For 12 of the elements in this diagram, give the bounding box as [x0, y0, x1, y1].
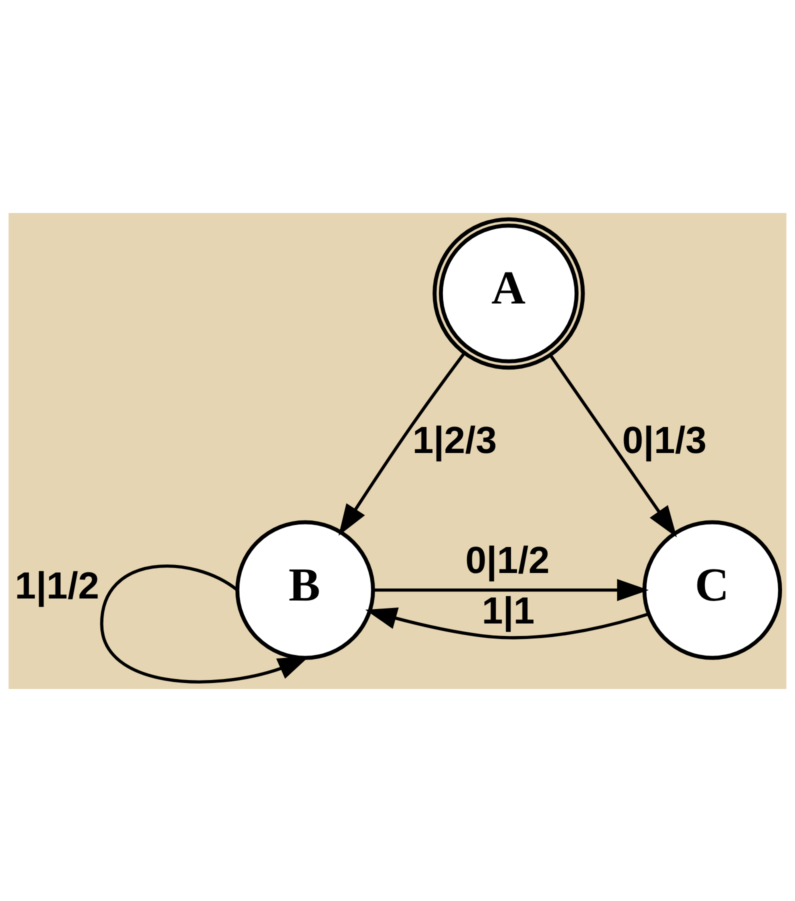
edge-label: 1|1/2 — [14, 564, 100, 607]
node-circle: A — [432, 216, 585, 370]
arrow — [549, 354, 677, 537]
node-circle: B — [235, 520, 376, 660]
arrow — [373, 578, 649, 601]
edge-label: 0|1/3 — [622, 420, 707, 462]
arrow — [338, 352, 466, 536]
edge-label: 0|1/2 — [465, 540, 550, 582]
edge-label: 1|1 — [482, 590, 535, 632]
node-circle: C — [642, 520, 782, 660]
arrow — [365, 607, 650, 639]
edge-label: 1|2/3 — [412, 420, 497, 462]
